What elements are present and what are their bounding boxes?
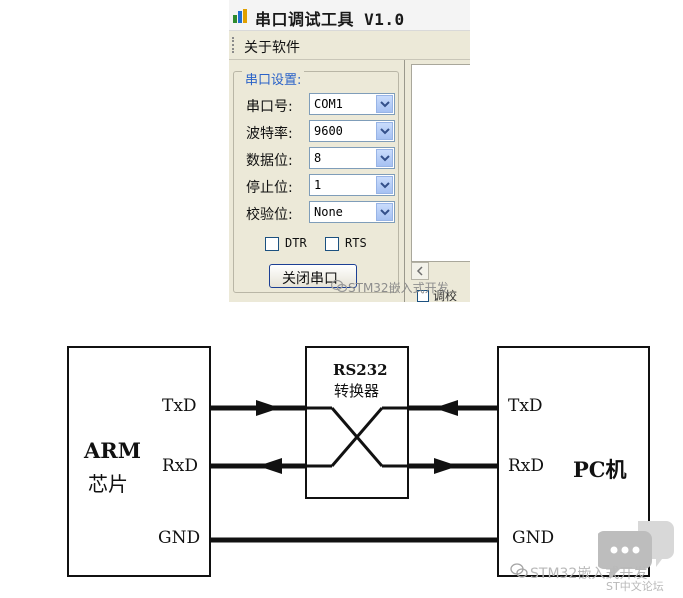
stopbits-row: 停止位: 1 — [246, 174, 396, 198]
scroll-left-button[interactable] — [411, 262, 429, 280]
diagram-graphics — [67, 346, 650, 577]
pc-rxd-label: RxD — [508, 456, 545, 476]
group-title: 串口设置: — [242, 69, 305, 88]
watermark-bottom: STM32嵌入式开发 — [530, 566, 648, 582]
databits-select[interactable]: 8 — [309, 147, 395, 169]
serial-settings-group: 串口设置: 串口号: COM1 波特率: 9600 数据位: 8 — [233, 69, 399, 293]
stopbits-value: 1 — [314, 178, 322, 192]
chevron-down-icon[interactable] — [376, 203, 393, 221]
menu-grip — [232, 37, 236, 53]
port-label: 串口号: — [246, 99, 293, 115]
databits-row: 数据位: 8 — [246, 147, 396, 171]
arm-gnd-label: GND — [158, 528, 201, 548]
settings-panel: 串口设置: 串口号: COM1 波特率: 9600 数据位: 8 — [229, 60, 404, 302]
watermark-bottom-small: ST中文论坛 — [606, 580, 664, 593]
converter-title: RS232 — [333, 361, 388, 379]
close-port-button[interactable]: 关闭串口 — [269, 264, 357, 288]
arm-rxd-label: RxD — [162, 456, 199, 476]
chevron-down-icon[interactable] — [376, 122, 393, 140]
window-title: 串口调试工具 V1.0 — [255, 10, 405, 29]
parity-row: 校验位: None — [246, 201, 396, 225]
title-bar: 串口调试工具 V1.0 — [229, 0, 470, 31]
pc-txd-label: TxD — [508, 396, 543, 416]
partial-checkbox[interactable] — [417, 290, 429, 302]
port-value: COM1 — [314, 97, 343, 111]
arm-title: ARM — [84, 438, 141, 463]
pc-gnd-label: GND — [512, 528, 555, 548]
chevron-down-icon[interactable] — [376, 176, 393, 194]
chevron-left-icon — [416, 266, 423, 276]
dtr-checkbox[interactable] — [265, 237, 279, 251]
baud-row: 波特率: 9600 — [246, 120, 396, 144]
baud-value: 9600 — [314, 124, 343, 138]
arm-txd-arrow — [256, 400, 280, 416]
stopbits-label: 停止位: — [246, 180, 293, 196]
arm-subtitle: 芯片 — [88, 472, 128, 496]
databits-label: 数据位: — [246, 153, 293, 169]
dtr-option[interactable]: DTR — [265, 236, 325, 254]
converter-block — [305, 346, 409, 499]
chevron-down-icon[interactable] — [376, 95, 393, 113]
menu-item-about[interactable]: 关于软件 — [244, 40, 300, 56]
port-row: 串口号: COM1 — [246, 93, 396, 117]
rts-option[interactable]: RTS — [325, 236, 385, 254]
pc-rxd-arrow — [434, 458, 458, 474]
parity-select[interactable]: None — [309, 201, 395, 223]
pc-txd-arrow — [434, 400, 458, 416]
chat-bubble-icon — [598, 521, 674, 579]
app-icon — [233, 9, 247, 23]
baud-select[interactable]: 9600 — [309, 120, 395, 142]
receive-pane: 调校 — [404, 60, 470, 302]
pc-block — [497, 346, 650, 577]
rs232-wiring-diagram: RS232 转换器 ARM 芯片 TxD RxD GND TxD RxD GND… — [0, 330, 683, 598]
menu-bar: 关于软件 — [229, 31, 470, 60]
converter-subtitle: 转换器 — [334, 382, 380, 400]
close-port-label: 关闭串口 — [282, 271, 338, 287]
parity-label: 校验位: — [246, 207, 293, 223]
rts-checkbox[interactable] — [325, 237, 339, 251]
stopbits-select[interactable]: 1 — [309, 174, 395, 196]
arm-chip-block — [67, 346, 211, 577]
rts-label: RTS — [345, 236, 367, 250]
baud-label: 波特率: — [246, 126, 293, 142]
partial-label: 调校 — [433, 289, 458, 302]
chevron-down-icon[interactable] — [376, 149, 393, 167]
wechat-icon — [331, 279, 347, 293]
arm-txd-label: TxD — [162, 396, 197, 416]
serial-tool-window: 串口调试工具 V1.0 关于软件 串口设置: 串口号: COM1 波特率: 96… — [229, 0, 470, 302]
wechat-icon — [510, 563, 528, 578]
databits-value: 8 — [314, 151, 322, 165]
dtr-label: DTR — [285, 236, 307, 250]
receive-textarea[interactable] — [411, 64, 470, 262]
pc-title: PC机 — [573, 457, 627, 482]
cross-wire-5 — [330, 407, 384, 467]
watermark-top: STM32嵌入式开发 — [348, 281, 449, 295]
parity-value: None — [314, 205, 343, 219]
port-select[interactable]: COM1 — [309, 93, 395, 115]
arm-rxd-arrow — [258, 458, 282, 474]
